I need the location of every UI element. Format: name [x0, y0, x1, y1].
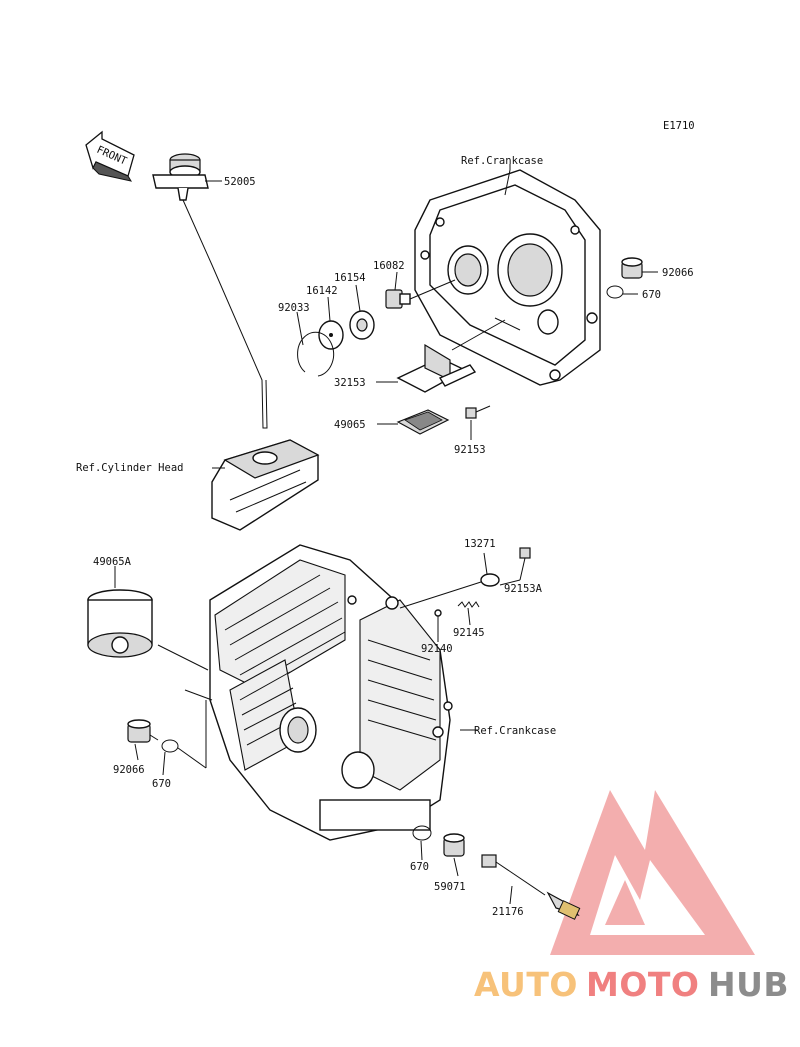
label-16082: 16082: [373, 260, 405, 272]
label-ref-crankcase-bottom: Ref.Crankcase: [474, 725, 556, 737]
diagram-code: E1710: [663, 120, 695, 132]
part-670-bottom: [412, 825, 432, 861]
part-92066-bottom: [127, 719, 159, 761]
part-16142: [318, 296, 344, 350]
label-16154: 16154: [334, 272, 366, 284]
label-49065A: 49065A: [93, 556, 132, 568]
label-92153: 92153: [454, 444, 486, 456]
part-670-top: [606, 285, 638, 299]
front-arrow-icon: FRONT: [85, 130, 135, 182]
part-670-bottom-left: [161, 739, 207, 776]
label-92153A: 92153A: [504, 583, 543, 595]
label-92066-bottom: 92066: [113, 764, 145, 776]
part-92153: [465, 405, 491, 440]
part-16154: [349, 284, 375, 340]
label-ref-cylinder-head: Ref.Cylinder Head: [76, 462, 183, 474]
part-21176: [481, 854, 581, 920]
label-92066-top: 92066: [662, 267, 694, 279]
crankcase-cover-top: [414, 169, 601, 386]
part-92153A: [499, 547, 531, 586]
watermark-logo: [550, 790, 755, 955]
part-92145: [457, 601, 480, 626]
label-13271: 13271: [464, 538, 496, 550]
watermark-moto: MOTO: [586, 965, 699, 1004]
label-49065: 49065: [334, 419, 366, 431]
dipstick-52005: [152, 153, 268, 429]
watermark-auto: AUTO: [474, 965, 578, 1004]
cylinder-head: [211, 439, 320, 531]
part-16082: [385, 271, 456, 309]
crankcase-block: [184, 544, 453, 841]
part-92140: [434, 609, 442, 642]
label-21176: 21176: [492, 906, 524, 918]
part-49065: [377, 409, 450, 435]
part-32153: [376, 319, 506, 393]
watermark-hub: HUB: [708, 965, 789, 1004]
part-92033: [296, 311, 335, 377]
label-92145: 92145: [453, 627, 485, 639]
label-16142: 16142: [306, 285, 338, 297]
part-92066-top: [621, 257, 658, 279]
part-13271: [399, 552, 500, 609]
label-32153: 32153: [334, 377, 366, 389]
label-92140: 92140: [421, 643, 453, 655]
part-49065A: [87, 566, 209, 671]
label-59071: 59071: [434, 881, 466, 893]
label-52005: 52005: [224, 176, 256, 188]
label-670-bottom: 670: [410, 861, 429, 873]
part-59071: [443, 833, 465, 877]
label-670-bottom-left: 670: [152, 778, 171, 790]
label-92033: 92033: [278, 302, 310, 314]
label-ref-crankcase-top: Ref.Crankcase: [461, 155, 543, 167]
label-670-top: 670: [642, 289, 661, 301]
watermark-text: AUTO MOTO HUB: [474, 965, 789, 1004]
